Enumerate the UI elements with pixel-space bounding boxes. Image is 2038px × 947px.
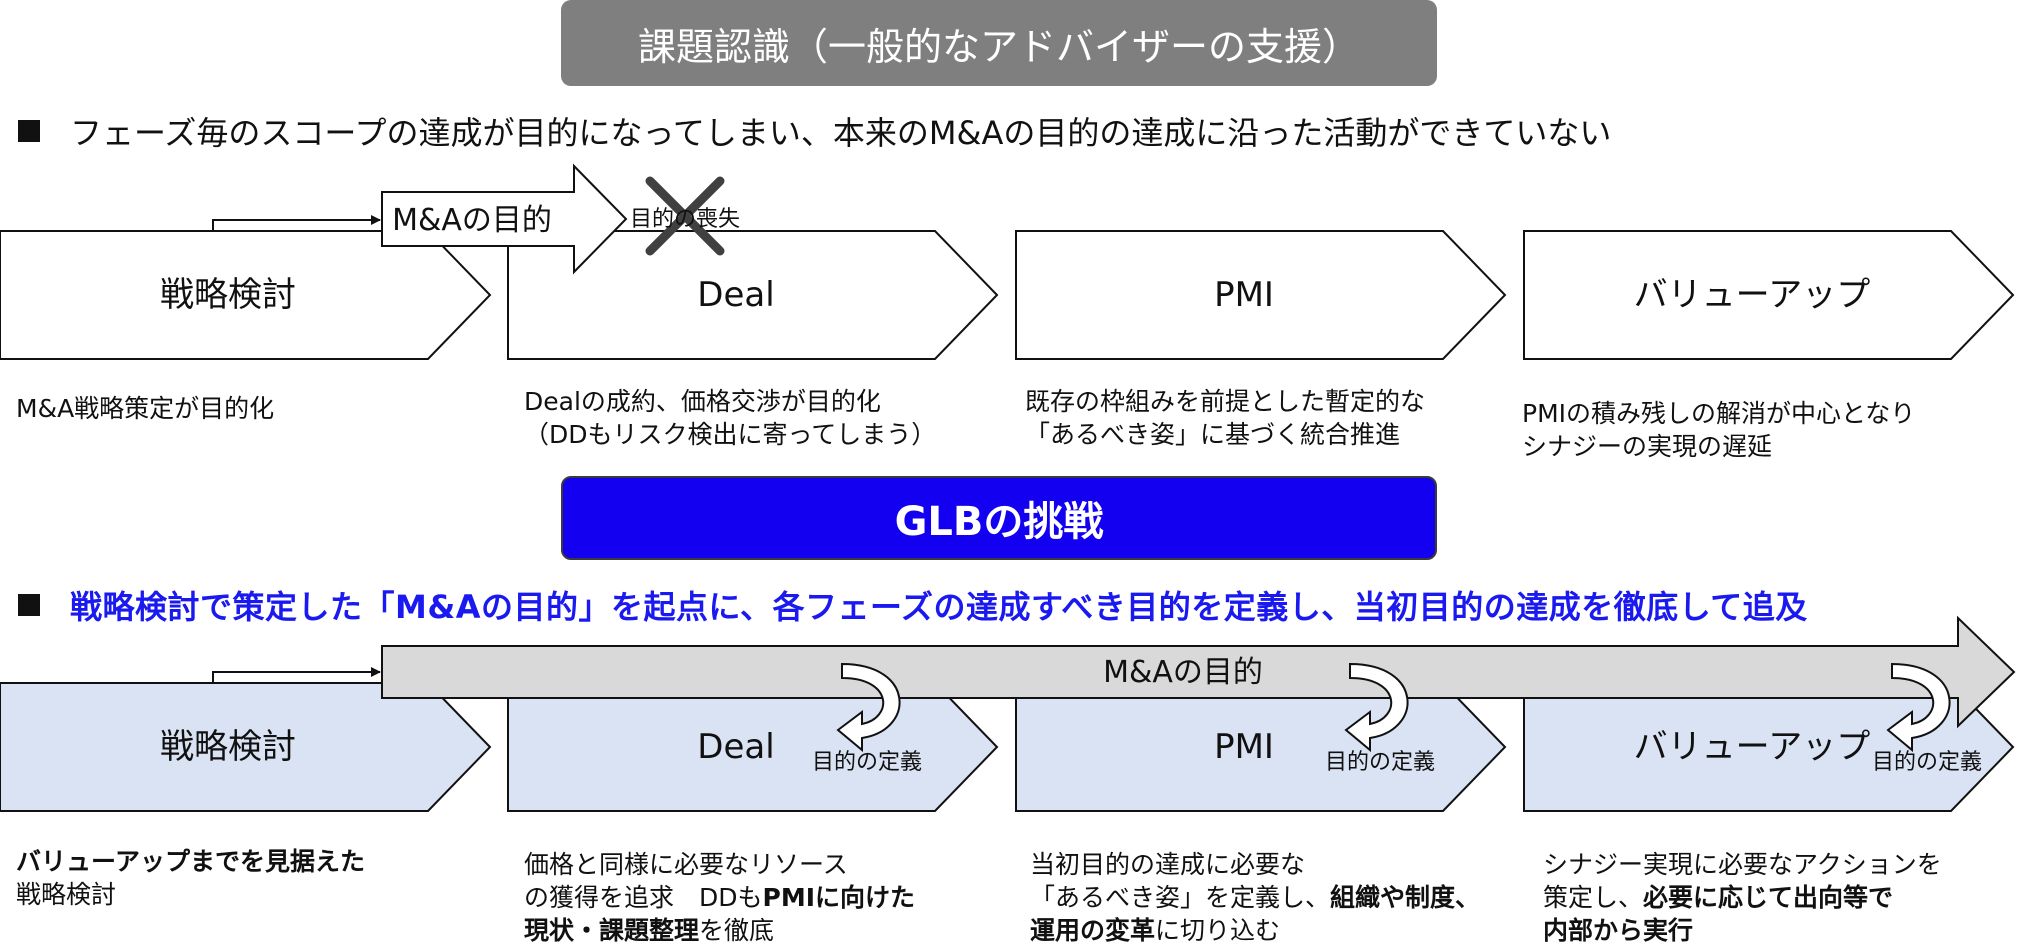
- bottom-goal-arrow: M&Aの目的: [381, 615, 2016, 729]
- bottom-phase-pmi: PMI: [1015, 682, 1507, 812]
- define-purpose-arrow-valueup-icon: [1886, 662, 1951, 753]
- challenge-statement-text: 戦略検討で策定した「M&Aの目的」を起点に、各フェーズの達成すべき目的を定義し、…: [70, 588, 1808, 626]
- bottom-desc-valueup-line2a: 策定し、: [1543, 883, 1644, 912]
- bottom-phase-strategy: 戦略検討: [0, 682, 492, 812]
- top-desc-pmi-line1: 既存の枠組みを前提とした暫定的な: [1025, 387, 1426, 416]
- bottom-phase-valueup-label: バリューアップ: [1634, 727, 1871, 767]
- top-desc-valueup: PMIの積み残しの解消が中心となり シナジーの実現の遅延: [1522, 397, 1915, 463]
- bottom-desc-valueup-line2b: 必要に応じて出向等で: [1643, 883, 1894, 912]
- top-desc-deal-line2: （DDもリスク検出に寄ってしまう）: [524, 420, 937, 449]
- top-goal-arrow: M&Aの目的: [381, 163, 628, 275]
- challenge-statement: 戦略検討で策定した「M&Aの目的」を起点に、各フェーズの達成すべき目的を定義し、…: [18, 582, 1808, 628]
- define-label-valueup: 目的の定義: [1872, 750, 1982, 775]
- top-desc-deal-line1: Dealの成約、価格交渉が目的化: [524, 387, 881, 416]
- bottom-desc-deal-line3b: を徹底: [699, 916, 775, 945]
- top-phase-deal: Deal: [507, 230, 999, 360]
- bottom-phase-strategy-label: 戦略検討: [160, 727, 296, 767]
- bullet-square-icon: [18, 594, 40, 616]
- top-goal-arrow-label: M&Aの目的: [392, 203, 552, 238]
- loss-cross-icon: [645, 176, 725, 256]
- bullet-square-icon: [18, 120, 40, 142]
- top-desc-strategy-line1: M&A戦略策定が目的化: [16, 394, 275, 423]
- top-desc-deal: Dealの成約、価格交渉が目的化 （DDもリスク検出に寄ってしまう）: [524, 385, 936, 451]
- top-desc-strategy: M&A戦略策定が目的化: [16, 392, 274, 425]
- bottom-desc-pmi-line2b: 組織や制度、: [1330, 883, 1481, 912]
- challenge-banner: GLBの挑戦: [561, 476, 1437, 560]
- define-purpose-arrow-deal-icon: [836, 662, 901, 753]
- bottom-desc-deal-line3a: 現状・課題整理: [524, 916, 700, 945]
- top-desc-pmi-line2: 「あるべき姿」に基づく統合推進: [1025, 420, 1401, 449]
- top-phase-deal-label: Deal: [697, 275, 774, 315]
- problem-banner: 課題認識（一般的なアドバイザーの支援）: [561, 0, 1437, 86]
- bottom-phase-deal-label: Deal: [697, 727, 774, 767]
- top-phase-pmi-label: PMI: [1214, 275, 1274, 315]
- bottom-desc-pmi-line2a: 「あるべき姿」を定義し、: [1030, 883, 1331, 912]
- problem-statement: フェーズ毎のスコープの達成が目的になってしまい、本来のM&Aの目的の達成に沿った…: [18, 108, 1611, 154]
- challenge-banner-title: GLBの挑戦: [894, 499, 1104, 545]
- bottom-desc-valueup-line1: シナジー実現に必要なアクションを: [1543, 850, 1942, 879]
- top-desc-valueup-line1: PMIの積み残しの解消が中心となり: [1522, 399, 1916, 428]
- top-phase-strategy-label: 戦略検討: [160, 275, 296, 315]
- bottom-desc-deal: 価格と同様に必要なリソース の獲得を追求 DDもPMIに向けた 現状・課題整理を…: [524, 848, 915, 947]
- problem-statement-text: フェーズ毎のスコープの達成が目的になってしまい、本来のM&Aの目的の達成に沿った…: [70, 114, 1612, 152]
- top-phase-strategy: 戦略検討: [0, 230, 492, 360]
- bottom-desc-strategy: バリューアップまでを見据えた 戦略検討: [16, 845, 365, 911]
- loss-label: 目的の喪失: [630, 207, 740, 232]
- bottom-desc-pmi-line1: 当初目的の達成に必要な: [1030, 850, 1306, 879]
- top-desc-pmi: 既存の枠組みを前提とした暫定的な 「あるべき姿」に基づく統合推進: [1025, 385, 1425, 451]
- bottom-desc-strategy-line2: 戦略検討: [16, 880, 117, 909]
- bottom-goal-arrow-label: M&Aの目的: [1103, 655, 1263, 690]
- top-phase-valueup-label: バリューアップ: [1634, 275, 1871, 315]
- top-phase-pmi: PMI: [1015, 230, 1507, 360]
- bottom-desc-valueup: シナジー実現に必要なアクションを 策定し、必要に応じて出向等で 内部から実行: [1543, 848, 1942, 947]
- bottom-desc-valueup-line3: 内部から実行: [1543, 916, 1694, 945]
- top-connector-arrow: [212, 215, 381, 231]
- top-desc-valueup-line2: シナジーの実現の遅延: [1522, 432, 1773, 461]
- bottom-phase-pmi-label: PMI: [1214, 727, 1274, 767]
- bottom-desc-strategy-line1: バリューアップまでを見据えた: [16, 847, 366, 876]
- bottom-desc-pmi: 当初目的の達成に必要な 「あるべき姿」を定義し、組織や制度、 運用の変革に切り込…: [1030, 848, 1480, 947]
- bottom-desc-deal-line2a: の獲得を追求 DDも: [524, 883, 763, 912]
- bottom-desc-deal-line1: 価格と同様に必要なリソース: [524, 850, 848, 879]
- bottom-desc-pmi-line3a: 運用の変革: [1030, 916, 1156, 945]
- top-phase-valueup: バリューアップ: [1523, 230, 2015, 360]
- define-label-deal: 目的の定義: [812, 750, 922, 775]
- bottom-desc-pmi-line3b: に切り込む: [1155, 916, 1281, 945]
- problem-banner-title: 課題認識（一般的なアドバイザーの支援）: [637, 24, 1360, 69]
- define-purpose-arrow-pmi-icon: [1344, 662, 1409, 753]
- bottom-connector-arrow: [212, 667, 381, 683]
- define-label-pmi: 目的の定義: [1325, 750, 1435, 775]
- bottom-desc-deal-line2b: PMIに向けた: [762, 883, 916, 912]
- bottom-phase-valueup: バリューアップ: [1523, 682, 2015, 812]
- bottom-phase-deal: Deal: [507, 682, 999, 812]
